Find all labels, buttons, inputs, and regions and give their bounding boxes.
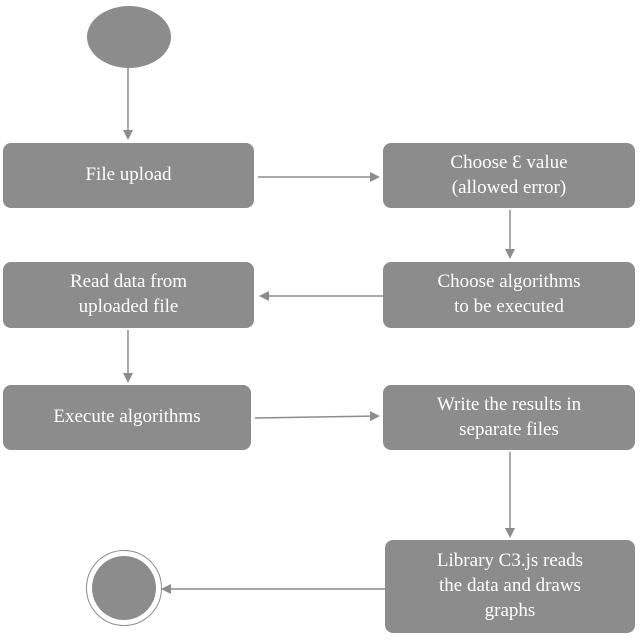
node-write-results-label: Write the results in separate files <box>436 393 582 440</box>
node-read-data: Read data from uploaded file <box>3 262 254 328</box>
node-read-data-label: Read data from uploaded file <box>69 271 188 317</box>
arrow-execute-algorithms-to-write-results <box>254 411 380 422</box>
node-execute-algorithms: Execute algorithms <box>3 385 251 450</box>
end-node-inner <box>92 556 156 620</box>
node-choose-epsilon-label: Choose Ɛ value (allowed error) <box>450 151 568 198</box>
end-node <box>86 550 162 626</box>
node-file-upload: File upload <box>3 143 254 208</box>
node-library-c3-label: Library C3.js reads the data and draws g… <box>436 550 584 621</box>
node-library-c3: Library C3.js reads the data and draws g… <box>385 540 635 633</box>
node-file-upload-label: File upload <box>85 164 172 186</box>
node-write-results: Write the results in separate files <box>383 385 635 450</box>
node-choose-algorithms-label: Choose algorithms to be executed <box>437 271 581 317</box>
node-choose-algorithms: Choose algorithms to be executed <box>383 262 635 328</box>
node-execute-algorithms-label: Execute algorithms <box>53 406 201 428</box>
start-node <box>87 6 171 68</box>
node-choose-epsilon: Choose Ɛ value (allowed error) <box>383 143 635 208</box>
